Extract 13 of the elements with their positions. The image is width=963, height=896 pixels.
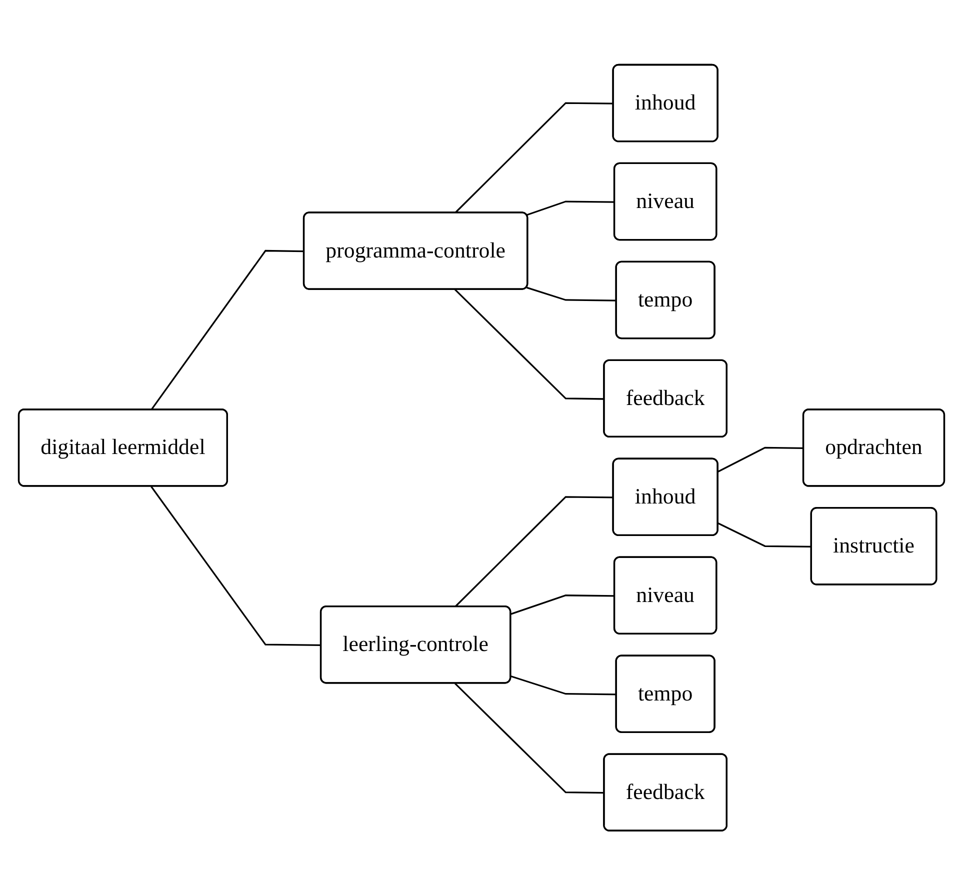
connector xyxy=(510,594,615,616)
connector xyxy=(454,496,614,608)
connector xyxy=(718,447,804,473)
connector xyxy=(454,683,605,794)
tree-diagram: digitaal leermiddel programma-controle inhoud niveau tempo feedback leerling-controle inhoud opdrachten instructie niveau tempo feedback xyxy=(10,56,953,840)
connector xyxy=(150,486,322,646)
connector xyxy=(526,287,617,302)
connector xyxy=(454,102,614,214)
connector xyxy=(510,676,617,696)
connector xyxy=(718,522,812,548)
connector xyxy=(150,250,304,411)
connector xyxy=(526,201,615,216)
connector xyxy=(454,289,605,400)
